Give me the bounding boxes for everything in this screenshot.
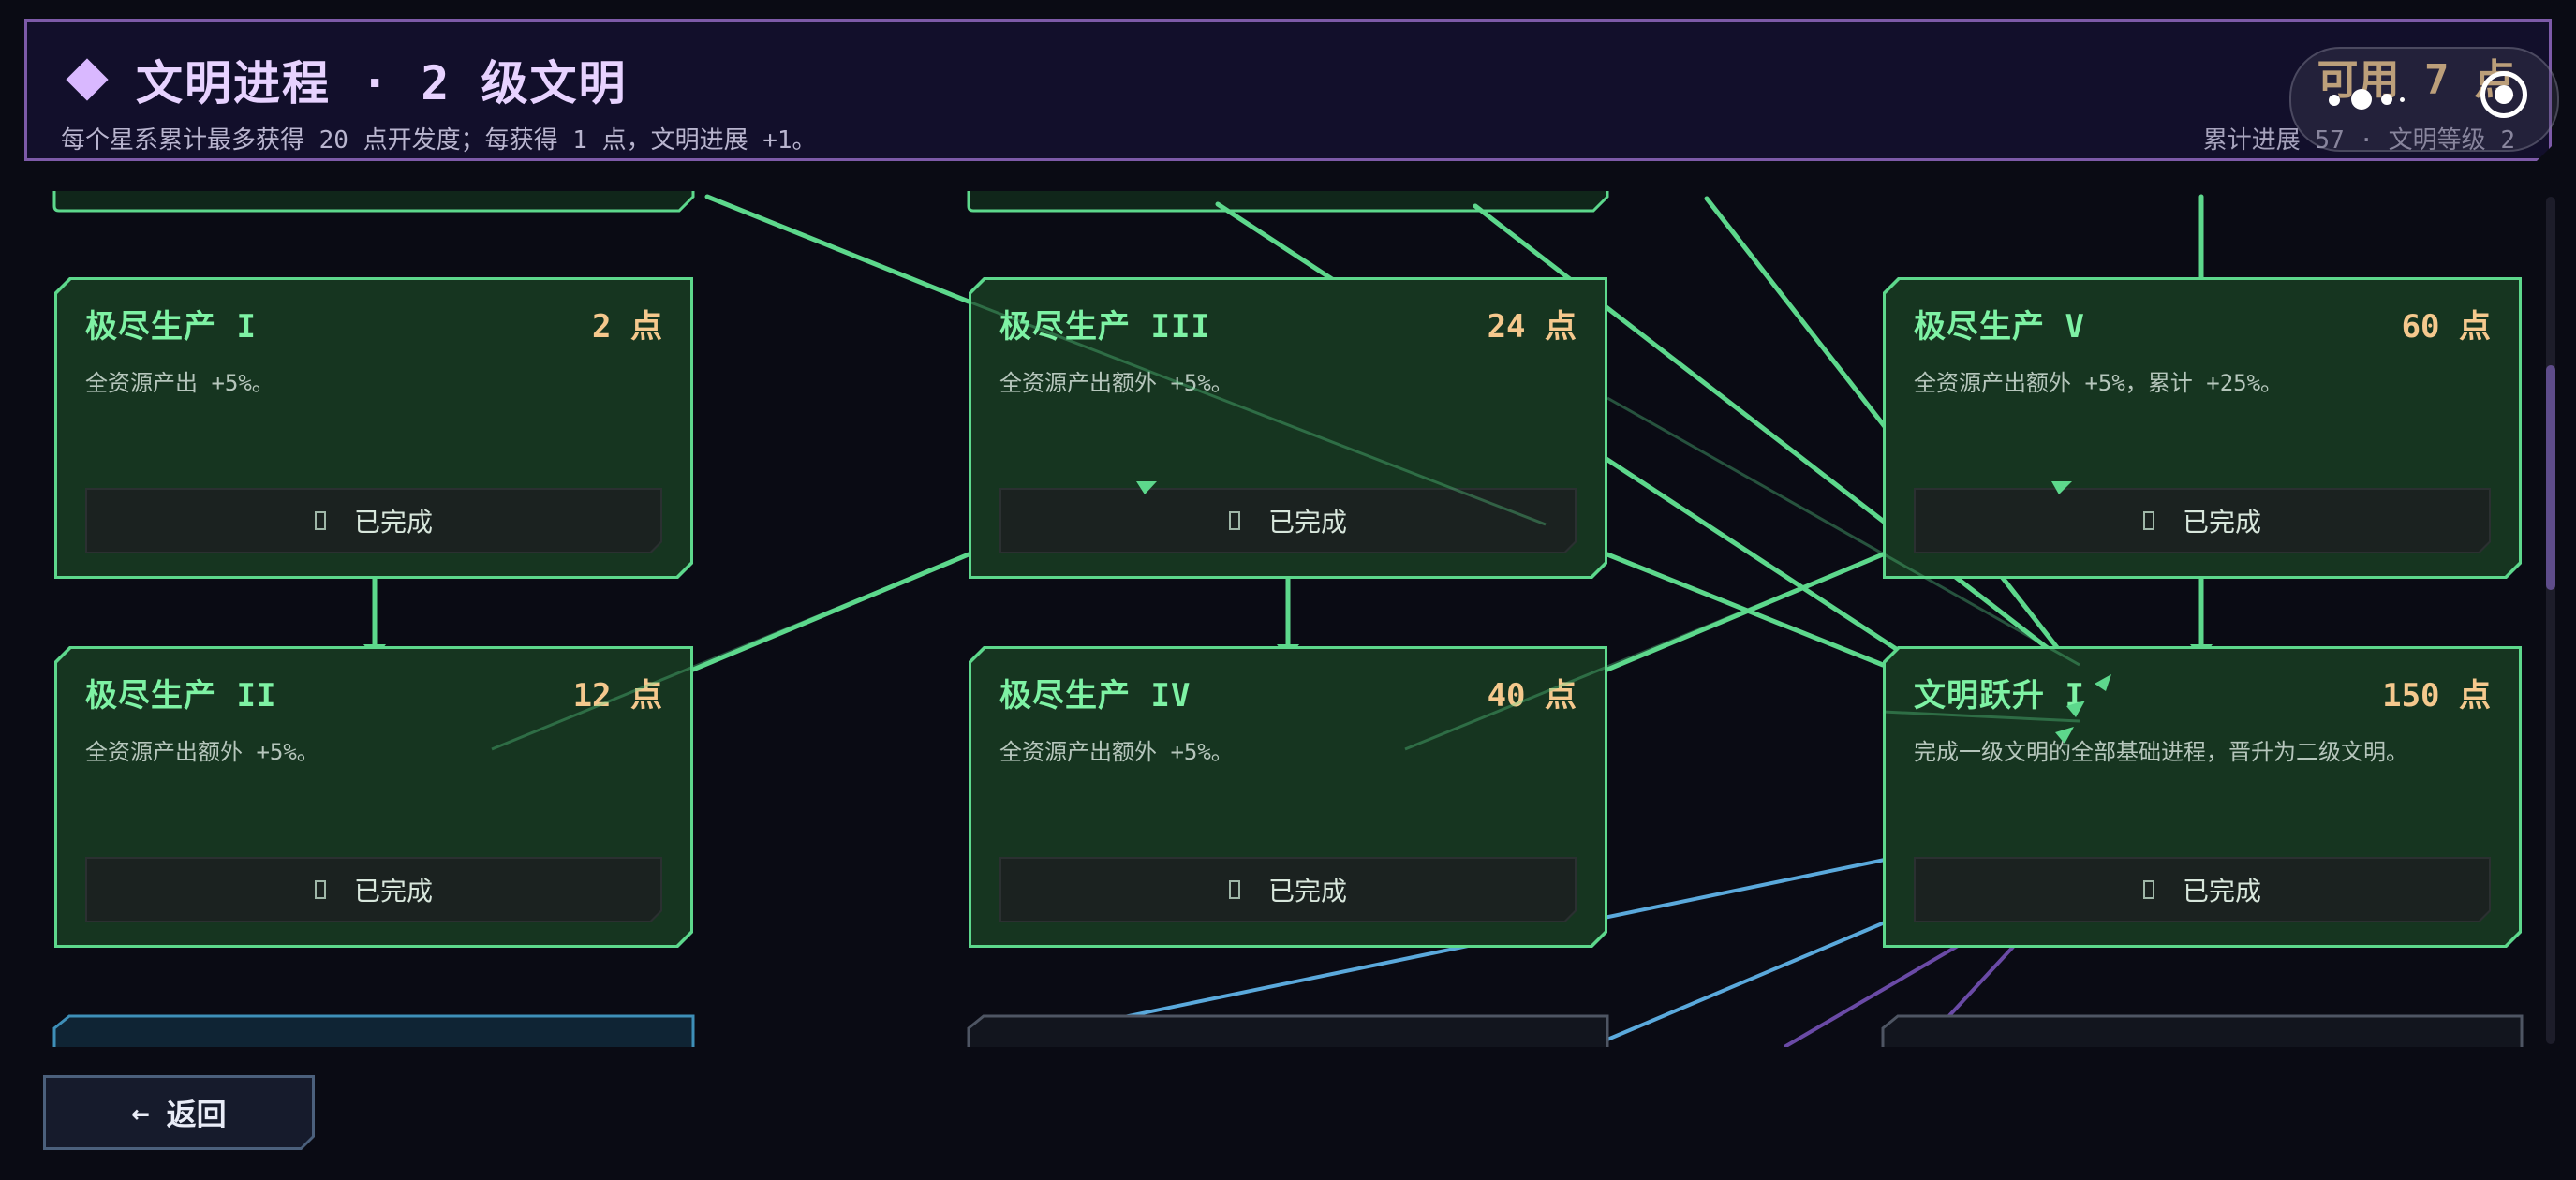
tech-node[interactable]: 极尽生产 IV 40 点 全资源产出额外 +5%。 已完成 — [969, 646, 1607, 948]
tech-node[interactable]: 极尽生产 III 24 点 全资源产出额外 +5%。 已完成 — [969, 277, 1607, 579]
page-title: 文明进程 · 2 级文明 — [61, 46, 628, 113]
node-status-button[interactable]: 已完成 — [999, 488, 1577, 553]
node-description: 全资源产出额外 +5%。 — [999, 739, 1234, 765]
node-cost: 150 点 — [2382, 677, 2491, 715]
node-description: 全资源产出 +5%。 — [85, 370, 274, 396]
edge-green — [690, 552, 971, 672]
node-status-label: 已完成 — [353, 507, 433, 538]
tech-node[interactable]: 极尽生产 V 60 点 全资源产出额外 +5%，累计 +25%。 已完成 — [1883, 277, 2522, 579]
node-status-button[interactable]: 已完成 — [1914, 857, 2491, 922]
status-icon — [1229, 880, 1240, 899]
progress-text: 累计进展 57 · 文明等级 2 — [2202, 126, 2515, 155]
node-cost: 12 点 — [572, 677, 662, 715]
edge-green — [1605, 552, 1886, 672]
node-name: 极尽生产 I — [85, 308, 257, 346]
node-description: 全资源产出额外 +5%。 — [999, 370, 1234, 396]
node-status-label: 已完成 — [1267, 876, 1347, 907]
left-arrow-icon: ← — [131, 1095, 150, 1130]
target-icon — [2480, 71, 2527, 118]
edge-green — [704, 194, 971, 304]
node-cost: 40 点 — [1487, 677, 1577, 715]
node-status-button[interactable]: 已完成 — [1914, 488, 2491, 553]
node-description: 全资源产出额外 +5%。 — [85, 739, 319, 765]
tech-tree-content: 极尽生产 I 2 点 全资源产出 +5%。 已完成 极尽生产 III 24 点 … — [0, 187, 2576, 1047]
partial-node-bottom-middle — [967, 1014, 1609, 1047]
partial-node-bottom-left — [52, 1014, 695, 1047]
tech-node[interactable]: 文明跃升 I 150 点 完成一级文明的全部基础进程，晋升为二级文明。 已完成 — [1883, 646, 2522, 948]
node-name: 极尽生产 V — [1914, 308, 2085, 346]
pill-dot — [2351, 89, 2372, 110]
edge-purple — [1783, 944, 1960, 1047]
node-name: 极尽生产 III — [999, 308, 1211, 346]
tech-node[interactable]: 极尽生产 I 2 点 全资源产出 +5%。 已完成 — [54, 277, 693, 579]
tech-tree-viewport[interactable]: 极尽生产 I 2 点 全资源产出 +5%。 已完成 极尽生产 III 24 点 … — [0, 187, 2576, 1047]
partial-node-top-left — [52, 191, 695, 213]
node-cost: 2 点 — [592, 308, 662, 346]
node-status-label: 已完成 — [2182, 507, 2261, 538]
edge-blue — [1606, 921, 1886, 1041]
pill-dot — [2381, 94, 2392, 105]
pill-dot — [2329, 95, 2340, 106]
node-name: 文明跃升 I — [1914, 677, 2085, 715]
node-name: 极尽生产 IV — [999, 677, 1192, 715]
scrollbar-thumb[interactable] — [2546, 365, 2555, 590]
node-status-button[interactable]: 已完成 — [85, 857, 662, 922]
scroll-indicator-pill[interactable] — [2289, 47, 2559, 152]
node-status-button[interactable]: 已完成 — [999, 857, 1577, 922]
status-icon — [315, 511, 326, 530]
page-title-text: 文明进程 · 2 级文明 — [136, 56, 628, 111]
node-status-button[interactable]: 已完成 — [85, 488, 662, 553]
partial-node-top-middle — [967, 191, 1609, 213]
partial-node-bottom-right — [1881, 1014, 2524, 1047]
status-icon — [1229, 511, 1240, 530]
node-status-label: 已完成 — [1267, 507, 1347, 538]
diamond-icon — [66, 58, 108, 100]
node-status-label: 已完成 — [2182, 876, 2261, 907]
pill-dot — [2400, 97, 2405, 102]
node-cost: 60 点 — [2401, 308, 2491, 346]
node-status-label: 已完成 — [353, 876, 433, 907]
header-subtitle: 每个星系累计最多获得 20 点开发度；每获得 1 点，文明进展 +1。 — [61, 126, 817, 155]
scrollbar-track[interactable] — [2546, 197, 2555, 1044]
header-panel: 文明进程 · 2 级文明 每个星系累计最多获得 20 点开发度；每获得 1 点，… — [24, 19, 2552, 161]
status-icon — [2143, 880, 2154, 899]
status-icon — [315, 880, 326, 899]
node-cost: 24 点 — [1487, 308, 1577, 346]
node-description: 全资源产出额外 +5%，累计 +25%。 — [1914, 370, 2284, 396]
tech-node[interactable]: 极尽生产 II 12 点 全资源产出额外 +5%。 已完成 — [54, 646, 693, 948]
status-icon — [2143, 511, 2154, 530]
back-button[interactable]: ← 返回 — [43, 1075, 315, 1150]
node-description: 完成一级文明的全部基础进程，晋升为二级文明。 — [1914, 739, 2408, 765]
back-button-label: 返回 — [166, 1097, 227, 1132]
node-name: 极尽生产 II — [85, 677, 277, 715]
